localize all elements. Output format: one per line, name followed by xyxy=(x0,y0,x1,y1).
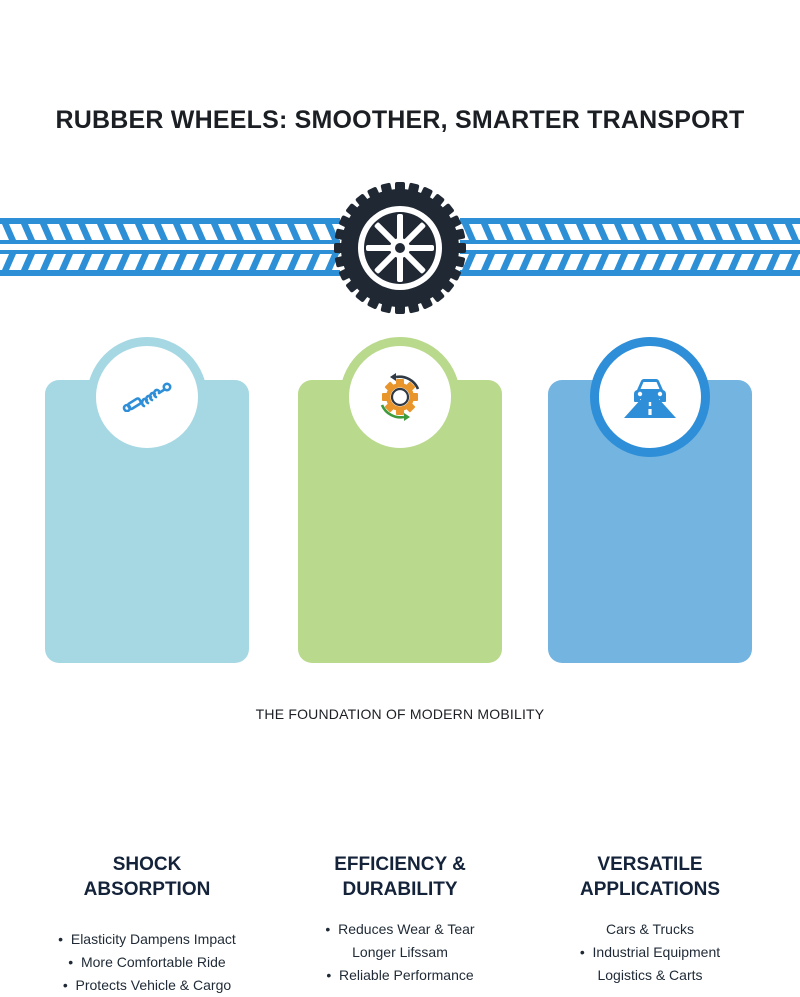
car-on-road-icon xyxy=(624,379,676,418)
list-item: Reduces Wear & Tear xyxy=(298,918,502,941)
tread-right xyxy=(460,218,800,276)
list-item: Cars & Trucks xyxy=(606,921,694,937)
list-item: Elasticity Dampens Impact xyxy=(45,928,249,951)
tire-tread-banner xyxy=(0,218,800,276)
shock-absorber-spring-icon xyxy=(122,382,172,412)
list-item: Longer Lifssam xyxy=(352,944,448,960)
card-title: EFFICIENCY &DURABILITY xyxy=(334,854,466,900)
hub-center xyxy=(395,243,405,253)
gear-icon-badge xyxy=(340,337,460,457)
list-item: Protects Vehicle & Cargo xyxy=(45,974,249,997)
tread-left xyxy=(0,218,340,276)
list-item: More Comfortable Ride xyxy=(45,951,249,974)
list-item: Logistics & Carts xyxy=(597,967,703,983)
tire-wheel-icon xyxy=(334,182,466,314)
footer-tagline: THE FOUNDATION OF MODERN MOBILITY xyxy=(255,706,545,722)
feature-list: Reduces Wear & Tear Longer Lifssam Relia… xyxy=(298,918,502,987)
page-title: RUBBER WHEELS: SMOOTHER, SMARTER TRANSPO… xyxy=(55,106,745,134)
feature-list: Elasticity Dampens Impact More Comfortab… xyxy=(45,928,249,997)
feature-list: Cars & Trucks Industrial Equipment Logis… xyxy=(548,918,752,987)
list-item: Reliable Performance xyxy=(298,964,502,987)
gear-cycle-icon xyxy=(380,373,420,421)
list-item: Industrial Equipment xyxy=(548,941,752,964)
rim-spokes xyxy=(366,214,434,282)
car-icon-badge xyxy=(590,337,710,457)
shock-icon-badge xyxy=(87,337,207,457)
